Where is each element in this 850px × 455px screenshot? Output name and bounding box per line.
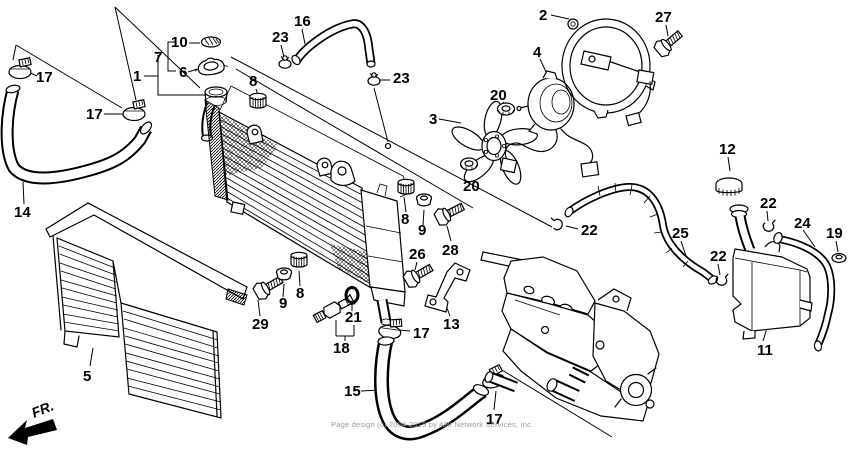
thermo-sensor <box>312 293 356 324</box>
hose-clip-22-left <box>550 215 564 232</box>
callout-24[interactable]: 24 <box>794 215 811 232</box>
fr-arrow-icon <box>8 419 57 445</box>
hose-clamp-23-right <box>367 72 381 86</box>
radiator-grille <box>45 202 248 419</box>
callout-20b[interactable]: 20 <box>463 178 480 195</box>
callout-13[interactable]: 13 <box>443 316 460 333</box>
callout-23a[interactable]: 23 <box>272 29 289 46</box>
callout-29[interactable]: 29 <box>252 316 269 333</box>
tank-inlet-hose <box>773 232 836 352</box>
fr-label: FR. <box>29 397 56 420</box>
sensor-o-ring <box>344 286 360 304</box>
callout-16[interactable]: 16 <box>294 13 311 30</box>
hose-clamp-23-left <box>278 55 292 69</box>
callout-11[interactable]: 11 <box>757 342 773 359</box>
shroud-bolt-27 <box>651 26 687 60</box>
cooling-fan <box>451 100 538 185</box>
callout-20a[interactable]: 20 <box>490 87 507 104</box>
front-direction-indicator: FR. <box>8 397 57 445</box>
reserve-tank <box>729 204 813 340</box>
callout-3[interactable]: 3 <box>429 111 437 128</box>
engine <box>480 251 660 422</box>
callout-22c[interactable]: 22 <box>581 222 598 239</box>
fan-nut-20-lower <box>459 157 479 171</box>
callout-21[interactable]: 21 <box>345 309 362 326</box>
fan-motor <box>499 70 600 178</box>
callout-17d[interactable]: 17 <box>486 411 503 428</box>
callout-4[interactable]: 4 <box>533 44 542 61</box>
callout-17c[interactable]: 17 <box>413 325 430 342</box>
hose-clamp-17-upper-mid <box>122 99 146 122</box>
radiator <box>204 85 410 326</box>
mount-bolt-28 <box>432 197 468 229</box>
callout-23b[interactable]: 23 <box>393 70 410 87</box>
callout-26[interactable]: 26 <box>409 246 426 263</box>
callout-17b[interactable]: 17 <box>86 106 103 123</box>
mount-collar-9-right <box>415 193 433 207</box>
callout-25[interactable]: 25 <box>672 225 689 242</box>
callout-27[interactable]: 27 <box>655 9 672 26</box>
fan-nut-20-upper <box>496 102 516 116</box>
callout-15[interactable]: 15 <box>344 383 361 400</box>
callout-8a[interactable]: 8 <box>249 73 257 90</box>
reserve-tank-cap <box>715 177 743 196</box>
callout-22b[interactable]: 22 <box>710 248 727 265</box>
watermark-text: Page design (c) 2004-2019 by ARI Network… <box>331 420 534 429</box>
callout-6[interactable]: 6 <box>179 64 187 81</box>
callout-1[interactable]: 1 <box>133 68 141 85</box>
fan-shroud <box>561 18 656 127</box>
callout-19[interactable]: 19 <box>826 225 843 242</box>
callout-9a[interactable]: 9 <box>279 295 287 312</box>
callout-28[interactable]: 28 <box>442 242 459 259</box>
callout-22a[interactable]: 22 <box>760 195 777 212</box>
callout-14[interactable]: 14 <box>14 204 31 221</box>
hose-clamp-17-upper-left <box>8 57 32 80</box>
radiator-bracket <box>424 262 471 313</box>
callout-7[interactable]: 7 <box>154 49 162 66</box>
hose-clip-22-top <box>761 219 778 233</box>
mount-grommet-8-right <box>397 178 415 195</box>
overflow-hose <box>291 19 376 68</box>
mount-grommet-8-lower <box>290 251 308 268</box>
upper-radiator-hose <box>0 84 153 185</box>
radiator-cap <box>194 57 228 76</box>
callout-5[interactable]: 5 <box>83 368 91 385</box>
callout-10[interactable]: 10 <box>171 34 188 51</box>
callout-8c[interactable]: 8 <box>296 285 304 302</box>
cap-seal <box>200 36 222 48</box>
callout-2[interactable]: 2 <box>539 7 547 24</box>
mount-collar-9-lower <box>275 267 293 281</box>
mount-grommet-8-top <box>249 92 267 109</box>
lower-radiator-hose <box>374 336 490 441</box>
callout-12[interactable]: 12 <box>719 141 736 158</box>
callout-18[interactable]: 18 <box>333 340 350 357</box>
callout-8b[interactable]: 8 <box>401 211 409 228</box>
tank-nut-19 <box>831 252 847 264</box>
bracket-bolt-26 <box>400 259 437 291</box>
callout-9b[interactable]: 9 <box>418 222 426 239</box>
callout-17a[interactable]: 17 <box>36 69 53 86</box>
